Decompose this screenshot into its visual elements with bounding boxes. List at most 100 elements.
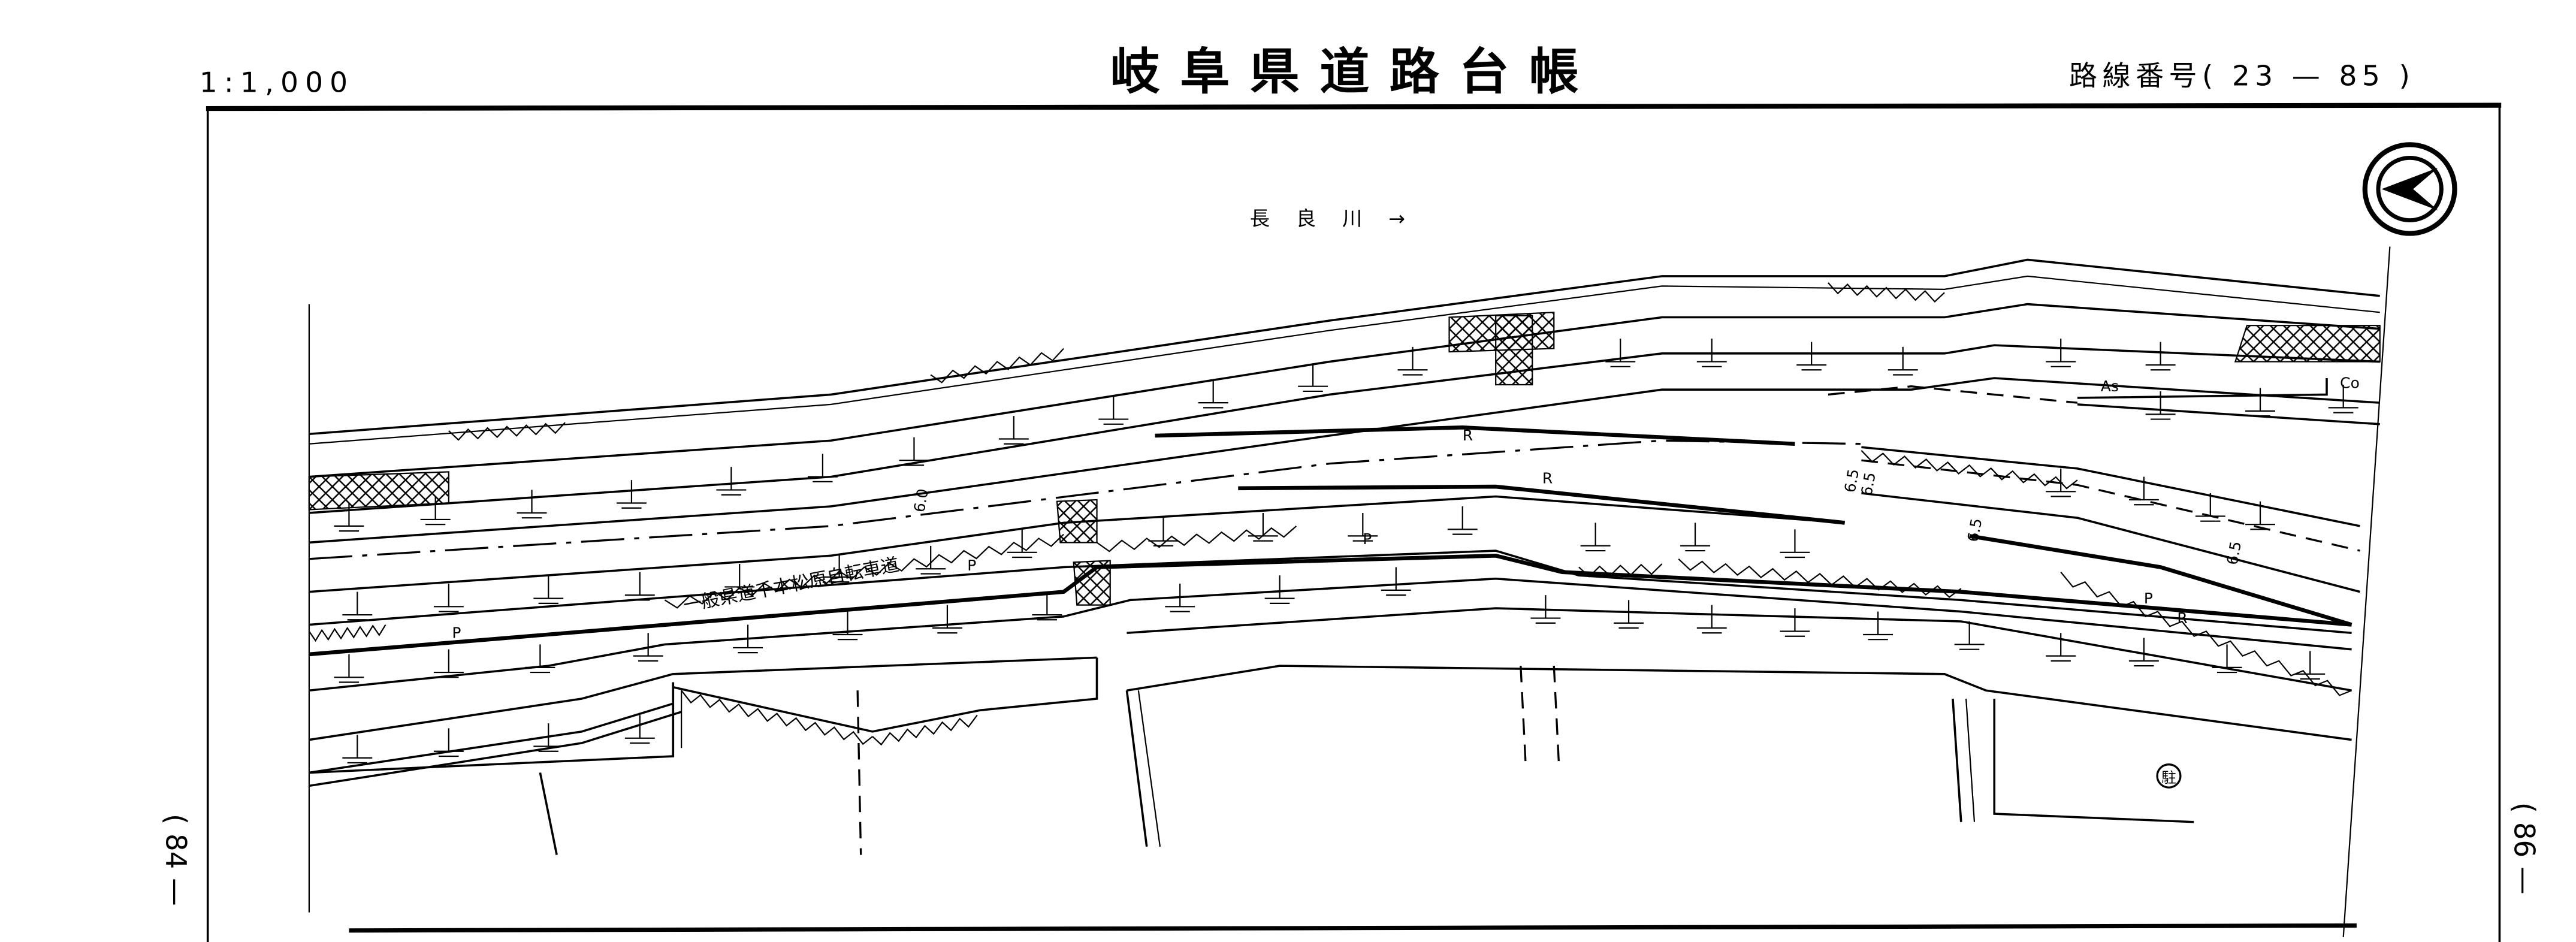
embankment-symbol-icon <box>433 583 464 612</box>
label-concrete: Co <box>2340 375 2360 392</box>
map-line <box>1553 666 1560 765</box>
sheet-frame <box>206 102 2502 942</box>
building-outline <box>309 682 675 774</box>
embankment-symbol-icon <box>334 654 364 683</box>
map-line <box>1127 607 2352 692</box>
embankment-symbol-icon <box>2128 638 2159 667</box>
embankment-symbol-icon <box>1007 529 1037 558</box>
embankment-symbol-icon <box>1248 512 1278 542</box>
embankment-symbol-icon <box>2046 633 2076 662</box>
embankment-symbol-icon <box>342 591 373 621</box>
guardrail-line <box>309 553 2352 657</box>
retaining-wall-line <box>1678 558 1962 598</box>
retaining-wall-line <box>1861 449 2078 490</box>
map-line <box>309 577 2352 692</box>
map-line <box>309 702 674 774</box>
guardrail-line <box>1238 484 1845 525</box>
embankment-symbol-icon <box>1098 396 1129 425</box>
map-line <box>1828 385 2078 404</box>
embankment-symbol-icon <box>1954 621 1985 650</box>
embankment-symbol-icon <box>525 644 555 674</box>
map-line <box>2077 403 2380 425</box>
map-line <box>856 690 862 855</box>
levee-top-line <box>309 258 2380 436</box>
embankment-symbol-icon <box>2046 468 2076 497</box>
embankment-symbol-icon <box>624 572 655 601</box>
road-linework <box>308 258 2380 855</box>
embankment-symbol-icon <box>2195 493 2225 522</box>
embankment-symbol-icon <box>733 624 763 654</box>
retaining-wall-line <box>664 533 1064 609</box>
embankment-symbol-icon <box>433 728 464 757</box>
map-line <box>309 303 2380 478</box>
river-label: 長 良 川 → <box>1250 207 1415 230</box>
embankment-symbol-icon <box>1348 512 1378 542</box>
retaining-wall-line <box>1096 526 1297 552</box>
map-line <box>1965 698 1976 822</box>
map-line <box>1127 665 2352 741</box>
embankment-symbol-icon <box>533 575 564 604</box>
map-line <box>1520 666 1527 765</box>
embankment-symbol-icon <box>1796 342 1827 371</box>
embankment-symbol-icon <box>1680 523 1710 552</box>
label-p: P <box>452 624 461 642</box>
label-r: R <box>1542 470 1553 487</box>
embankment-symbol-icon <box>932 605 962 634</box>
map-line <box>539 772 558 855</box>
label-r: R <box>1463 427 1473 444</box>
embankment-symbol-icon <box>899 437 929 466</box>
embankment-symbol-icon <box>1165 583 1195 612</box>
embankment-symbol-icon <box>1696 605 1727 634</box>
embankment-symbol-icon <box>1605 339 1636 367</box>
retaining-wall-line <box>2060 572 2352 696</box>
embankment-symbol-icon <box>342 735 373 764</box>
map-labels: R R R P P P P As Co 6.0 6.5 6.5 6.5 6.5 <box>452 375 2359 642</box>
embankment-symbol-icon <box>1298 363 1328 393</box>
embankment-symbol-icon <box>616 480 647 509</box>
embankment-symbol-icon <box>998 416 1029 445</box>
retaining-wall-line <box>448 422 566 441</box>
embankment-symbol-icon <box>2245 388 2275 417</box>
map-line <box>1861 459 2360 552</box>
retaining-wall-line <box>930 348 1064 384</box>
retaining-wall-line <box>308 624 386 642</box>
road-centerline <box>309 439 1862 560</box>
guardrail-line <box>1969 534 2352 627</box>
map-line <box>309 275 2380 445</box>
sheet-title: 岐阜県道路台帳 <box>1110 43 1599 101</box>
embankment-symbol-icon <box>624 715 655 744</box>
width-label: 6.5 <box>1841 467 1863 494</box>
embankment-symbol-icon <box>716 467 747 496</box>
embankment-symbol-icon <box>1696 339 1727 367</box>
next-sheet-label: ( 86 — <box>2507 802 2540 895</box>
embankment-symbol-icon <box>1032 591 1062 621</box>
embankment-symbol-icon <box>2145 391 2176 420</box>
retaining-wall-line <box>872 714 978 746</box>
embankment-symbol-icon <box>2046 339 2076 367</box>
embankment-symbol-icon <box>2128 476 2159 506</box>
hatched-areas <box>308 312 2381 606</box>
north-arrow-icon <box>2362 142 2457 236</box>
map-line <box>1137 690 1161 847</box>
embankment-symbol-icon <box>1888 346 1918 376</box>
map-line <box>1952 698 1962 822</box>
svg-text:駐: 駐 <box>2161 769 2176 786</box>
embankment-symbol-icon <box>2245 501 2275 530</box>
previous-sheet-label: ( 84 — <box>159 814 192 906</box>
embankment-symbol-icon <box>633 633 663 662</box>
embankment-symbol-icon <box>517 490 547 519</box>
retaining-wall-line <box>1578 563 1663 578</box>
building-outline <box>672 657 1098 733</box>
embankment-symbol-icon <box>724 564 755 593</box>
route-number-label: 路線番号( 23 — 85 ) <box>2069 60 2415 93</box>
embankment-symbol-icon <box>2145 342 2176 371</box>
width-label: 6.5 <box>1858 471 1879 497</box>
retaining-wall-line <box>681 690 873 745</box>
building-outline <box>1993 698 2194 823</box>
map-line <box>1861 492 2360 593</box>
embankment-symbol-icon <box>1580 523 1611 552</box>
embankment-symbol-icon <box>1264 575 1295 604</box>
embankment-symbol-icon <box>2212 644 2242 674</box>
label-p: P <box>1363 530 1372 548</box>
